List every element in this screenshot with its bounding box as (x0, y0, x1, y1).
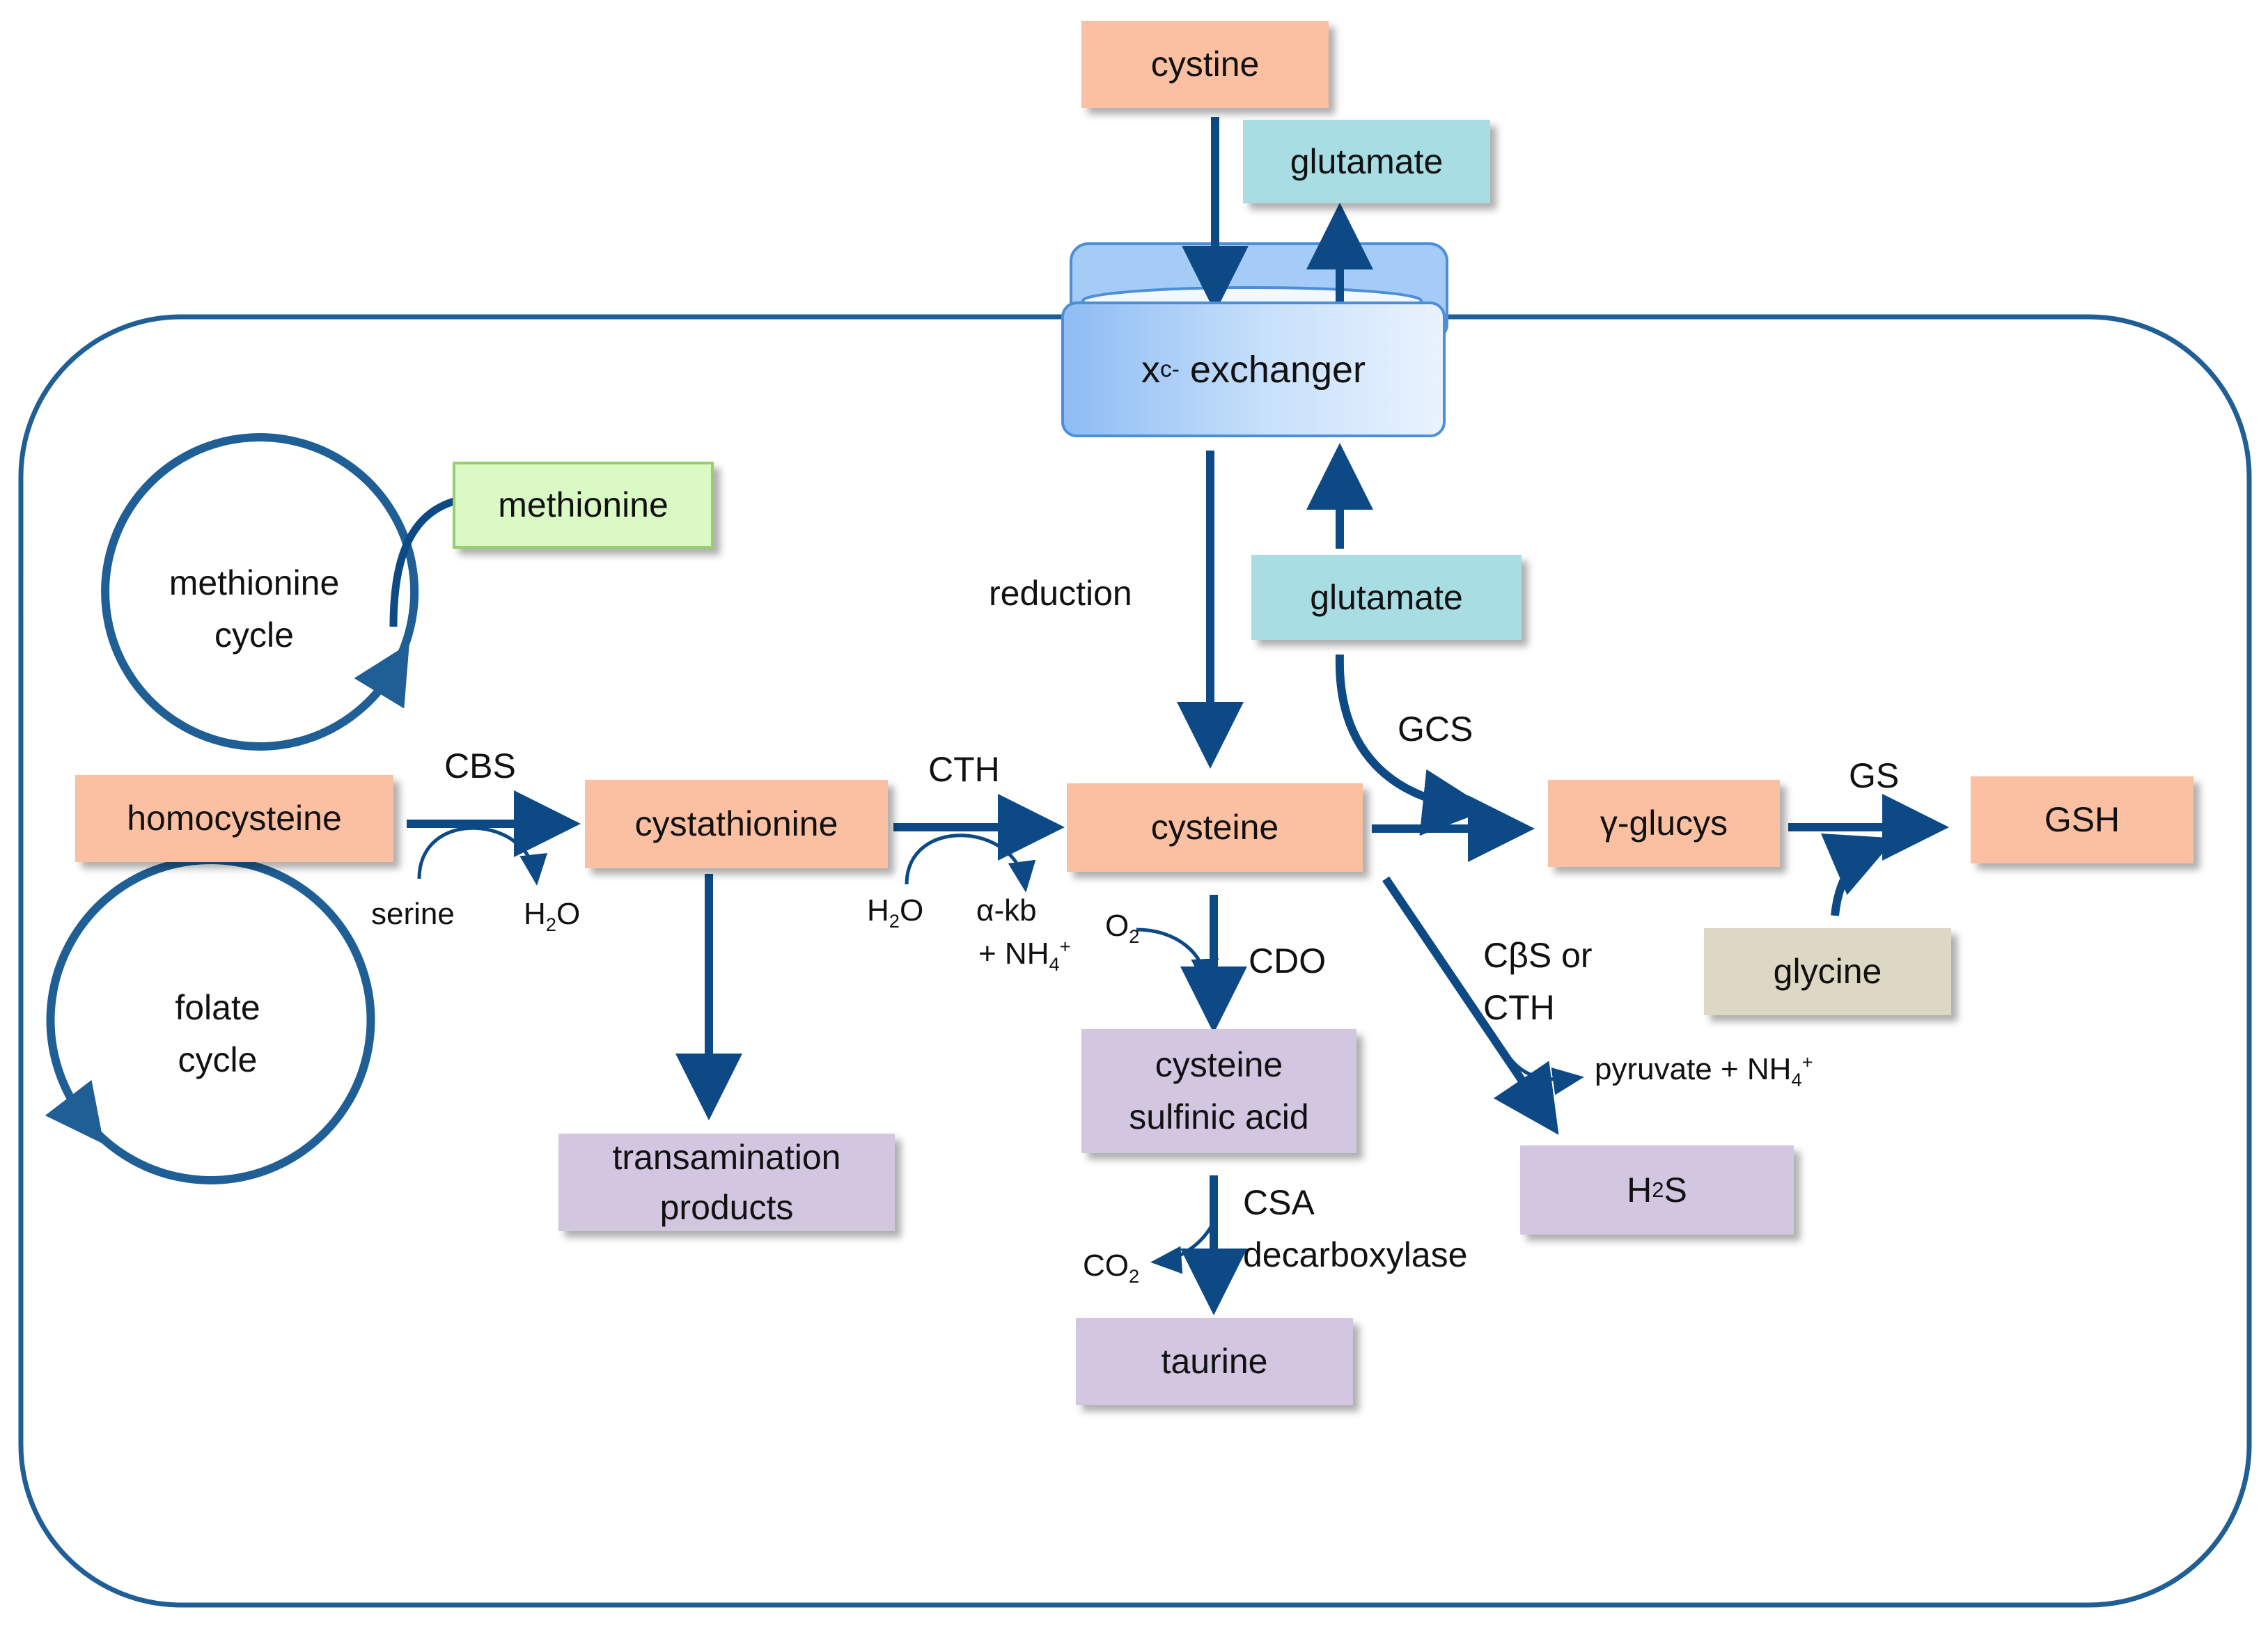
folate-cycle-circle (45, 855, 375, 1185)
label-co2: CO2 (1083, 1243, 1139, 1291)
arrow-gcs (1335, 654, 1489, 836)
label-nh4-cth: + NH4+ (978, 931, 1071, 979)
label-cdo: CDO (1249, 941, 1327, 980)
pyruvate-text: pyruvate + NH (1595, 1052, 1792, 1086)
transamination-line-2: products (659, 1188, 794, 1227)
folate-cycle-line-2: cycle (178, 1040, 258, 1079)
node-gamma-glucys: γ-glucys (1548, 780, 1780, 867)
node-glycine: glycine (1704, 928, 1951, 1015)
label-akb: α-kb (976, 893, 1037, 928)
label-cbs: CBS (444, 746, 516, 785)
pyruvate-sub: 4 (1791, 1068, 1802, 1090)
label-gcs: GCS (1398, 710, 1473, 749)
node-glutamate-intracellular: glutamate (1251, 555, 1522, 640)
label-o2: O2 (1105, 903, 1139, 951)
node-gsh: GSH (1971, 776, 2193, 863)
h2s-sub: 2 (1652, 1177, 1664, 1202)
exchanger-word: exchanger (1179, 348, 1366, 391)
nh4-a-sup: + (1059, 935, 1071, 957)
label-gs: GS (1849, 756, 1900, 795)
label-reduction: reduction (989, 574, 1132, 613)
node-cystathionine: cystathionine (585, 780, 888, 868)
o2-o: O (1105, 909, 1129, 943)
folate-cycle-label: folate cycle (132, 982, 303, 1086)
exchanger-sub: c (1159, 356, 1172, 382)
csa-dec-line-2: decarboxylase (1243, 1235, 1468, 1274)
curve-h2o-akb (905, 833, 1036, 893)
node-methionine: methionine (453, 462, 714, 549)
h2o-b-o: O (899, 893, 924, 928)
curve-co2 (1150, 1221, 1216, 1274)
csa-line-1: cysteine (1155, 1045, 1283, 1084)
label-h2o-cbs: H2O (524, 891, 580, 939)
methionine-cycle-line-2: cycle (214, 616, 294, 655)
co2-sub: 2 (1129, 1265, 1140, 1287)
label-h2o-cth: H2O (867, 888, 923, 936)
node-glutamate-extracellular: glutamate (1243, 120, 1490, 203)
arrow-h2s (1382, 876, 1559, 1135)
methionine-entry-arrow (389, 497, 455, 627)
nh4-a-pre: + NH (978, 937, 1049, 971)
transamination-line-1: transamination (612, 1137, 841, 1177)
arrow-glycine (1820, 833, 1896, 916)
h2s-h: H (1627, 1170, 1652, 1210)
pyruvate-sup: + (1801, 1051, 1813, 1073)
co2-co: CO (1083, 1249, 1129, 1283)
folate-cycle-line-1: folate (175, 988, 260, 1027)
label-serine: serine (371, 897, 455, 931)
o2-sub: 2 (1129, 925, 1140, 947)
node-cystine: cystine (1081, 21, 1329, 108)
h2o-b-sub: 2 (889, 909, 900, 932)
node-transamination-products: transamination products (558, 1134, 895, 1231)
node-taurine: taurine (1076, 1318, 1353, 1405)
node-cysteine-sulfinic-acid: cysteine sulfinic acid (1081, 1029, 1356, 1153)
csa-dec-line-1: CSA (1243, 1183, 1315, 1222)
nh4-a-sub: 4 (1049, 953, 1060, 975)
cbs-or-line-2: CTH (1483, 988, 1555, 1027)
label-pyruvate: pyruvate + NH4+ (1595, 1047, 1813, 1095)
curve-serine-h2o (417, 826, 548, 886)
label-cbs-or-cth: CβS or CTH (1483, 930, 1593, 1034)
node-homocysteine: homocysteine (75, 775, 393, 862)
exchanger-x: x (1141, 348, 1160, 391)
methionine-cycle-line-1: methionine (169, 563, 340, 602)
h2o-a-sub: 2 (545, 913, 556, 935)
exchanger-sup: - (1171, 356, 1180, 382)
h2o-a-o: O (556, 897, 581, 931)
methionine-cycle-circle (101, 433, 419, 751)
curve-o2 (1136, 928, 1219, 990)
node-cysteine: cysteine (1067, 783, 1363, 872)
label-csa-decarboxylase: CSA decarboxylase (1243, 1177, 1467, 1281)
label-cth: CTH (928, 750, 1000, 789)
cbs-or-line-1: CβS or (1483, 936, 1593, 975)
h2o-b-h: H (867, 893, 889, 928)
h2s-s: S (1664, 1170, 1687, 1210)
csa-line-2: sulfinic acid (1129, 1097, 1309, 1136)
h2o-a-h: H (524, 897, 546, 931)
methionine-cycle-label: methionine cycle (143, 557, 366, 662)
curve-pyruvate (1506, 1054, 1584, 1095)
